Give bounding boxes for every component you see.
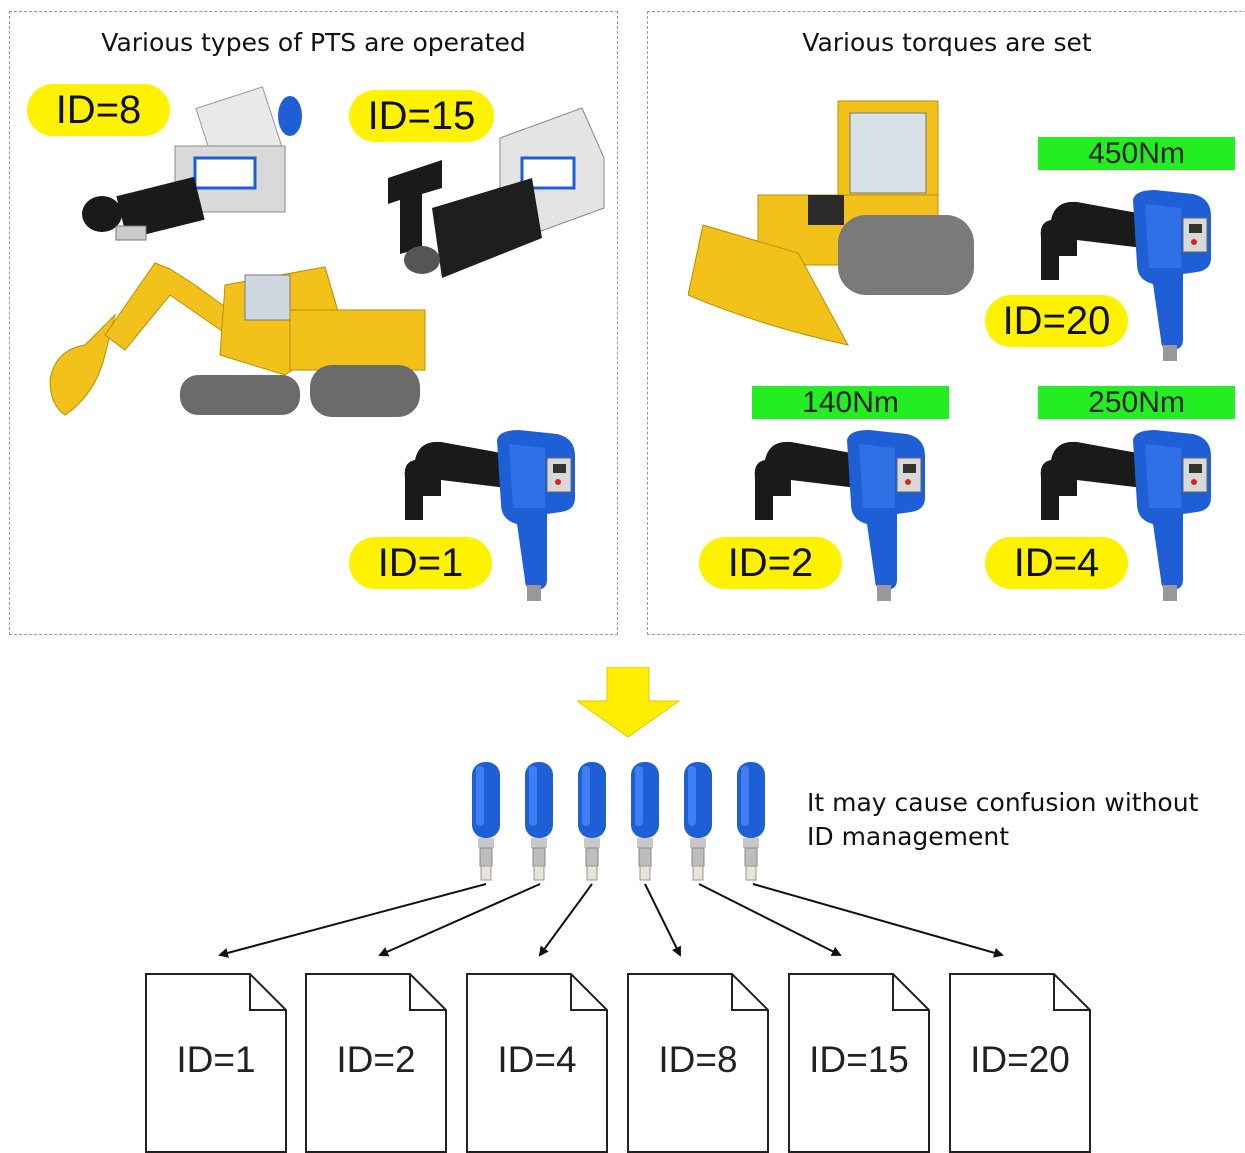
- document-icon: [788, 973, 930, 1153]
- left-panel-title: Various types of PTS are operated: [101, 28, 526, 57]
- file-label: ID=1: [176, 1039, 256, 1080]
- badge-id2: ID=2: [699, 537, 842, 589]
- torque-140: 140Nm: [752, 386, 949, 419]
- connector-arrow-6: [752, 883, 1004, 958]
- file-label: ID=20: [970, 1039, 1070, 1080]
- badge-id20: ID=20: [985, 295, 1128, 347]
- file-label: ID=15: [809, 1039, 909, 1080]
- adapter-head-icon: [388, 107, 605, 278]
- right-panel-title: Various torques are set: [802, 28, 1092, 57]
- adapter-tool-id8: [80, 86, 310, 261]
- file-card-id20: ID=20: [949, 973, 1091, 1153]
- connector-arrow-2: [378, 883, 541, 957]
- torque-450: 450Nm: [1038, 137, 1235, 170]
- adapter-head-icon: [82, 86, 302, 241]
- document-icon: [466, 973, 608, 1153]
- document-icon: [627, 973, 769, 1153]
- caption: It may cause confusion without ID manage…: [807, 786, 1198, 854]
- left-panel: Various types of PTS are operated: [9, 11, 618, 635]
- caption-line-1: It may cause confusion without: [807, 788, 1199, 817]
- badge-id8: ID=8: [27, 84, 170, 136]
- file-label: ID=4: [497, 1039, 577, 1080]
- document-icon: [305, 973, 447, 1153]
- connector-arrow-4: [644, 883, 681, 957]
- excavator: [45, 255, 440, 440]
- bulldozer: [687, 95, 978, 355]
- excavator-icon: [49, 262, 426, 417]
- connector-arrow-5: [698, 883, 842, 956]
- file-card-id4: ID=4: [466, 973, 608, 1153]
- file-card-id8: ID=8: [627, 973, 769, 1153]
- file-label: ID=8: [658, 1039, 738, 1080]
- caption-line-2: ID management: [807, 822, 1010, 851]
- file-card-id15: ID=15: [788, 973, 930, 1153]
- bulldozer-icon: [687, 100, 974, 346]
- badge-id1: ID=1: [349, 537, 492, 589]
- file-label: ID=2: [336, 1039, 416, 1080]
- adapter-tool-id15: [382, 88, 612, 293]
- connector-arrow-1: [218, 883, 487, 958]
- document-icon: [949, 973, 1091, 1153]
- file-card-id2: ID=2: [305, 973, 447, 1153]
- torque-250: 250Nm: [1038, 386, 1235, 419]
- file-card-id1: ID=1: [145, 973, 287, 1153]
- badge-id4: ID=4: [985, 537, 1128, 589]
- document-icon: [145, 973, 287, 1153]
- arrow-down-icon: [577, 667, 681, 738]
- badge-id15: ID=15: [349, 90, 494, 142]
- right-panel: Various torques are set: [647, 11, 1245, 635]
- connector-arrow-3: [538, 883, 593, 957]
